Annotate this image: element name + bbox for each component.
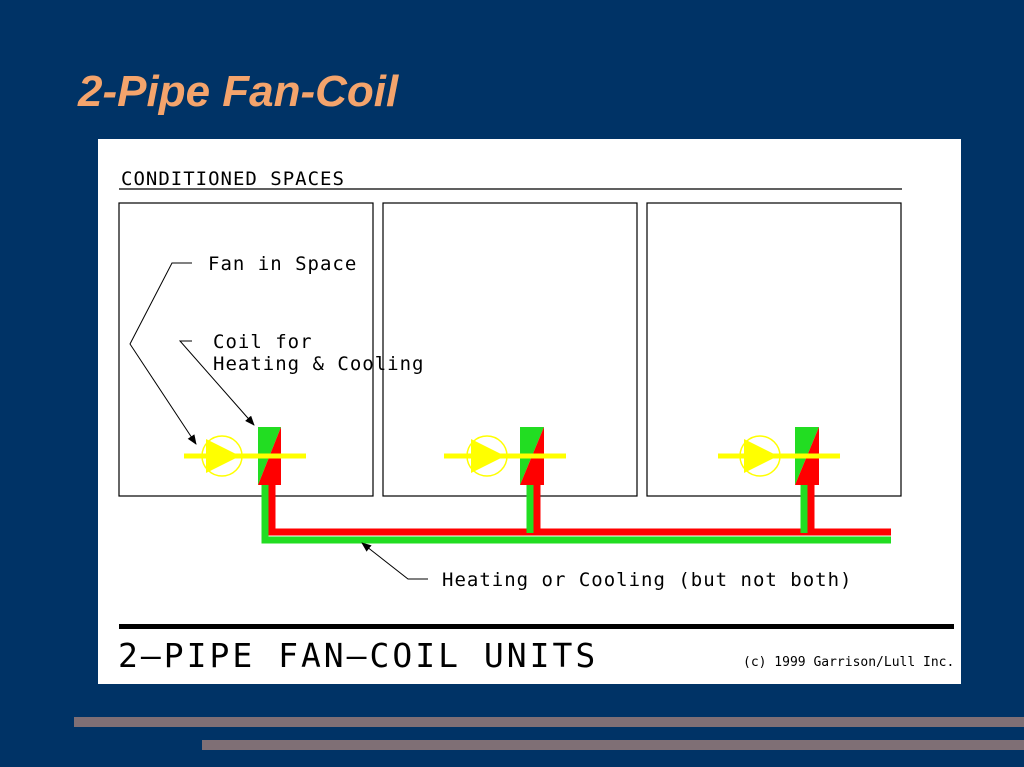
- green-main-pipe: [261, 484, 891, 544]
- fan-triangle-icon: [744, 439, 778, 473]
- space-box-3: [646, 202, 902, 497]
- fan-triangle-icon: [471, 439, 505, 473]
- section-label: CONDITIONED SPACES: [121, 168, 345, 190]
- red-main-pipe: [268, 484, 891, 536]
- fan-triangle-icon: [206, 439, 240, 473]
- piping: [261, 484, 891, 544]
- footer-title: 2–PIPE FAN–COIL UNITS: [118, 636, 598, 675]
- fan-coil-unit-2: [444, 427, 566, 485]
- callout-fan: Fan in Space: [129, 253, 357, 445]
- fan-icon: [739, 435, 781, 477]
- piping-label: Heating or Cooling (but not both): [442, 569, 853, 591]
- fan-label: Fan in Space: [208, 253, 357, 275]
- coil-label-line2: Heating & Cooling: [213, 353, 424, 375]
- copyright-text: (c) 1999 Garrison/Lull Inc.: [743, 655, 954, 670]
- callout-coil: Coil for Heating & Cooling: [178, 331, 424, 426]
- fan-icon: [466, 435, 508, 477]
- callout-piping: Heating or Cooling (but not both): [361, 542, 853, 591]
- space-box-2: [382, 202, 638, 497]
- fan-icon: [201, 435, 243, 477]
- diagram-panel: CONDITIONED SPACES: [98, 139, 961, 684]
- fan-coil-unit-1: [184, 427, 306, 485]
- space-box-1: [118, 202, 374, 497]
- fan-coil-diagram: CONDITIONED SPACES: [118, 168, 954, 675]
- decorative-bar-top: [74, 717, 1024, 727]
- slide-title: 2-Pipe Fan-Coil: [78, 67, 399, 116]
- footer-rule: [119, 624, 954, 629]
- decorative-bar-bottom: [202, 740, 1024, 750]
- fan-coil-unit-3: [718, 427, 840, 485]
- coil-label-line1: Coil for: [213, 331, 313, 353]
